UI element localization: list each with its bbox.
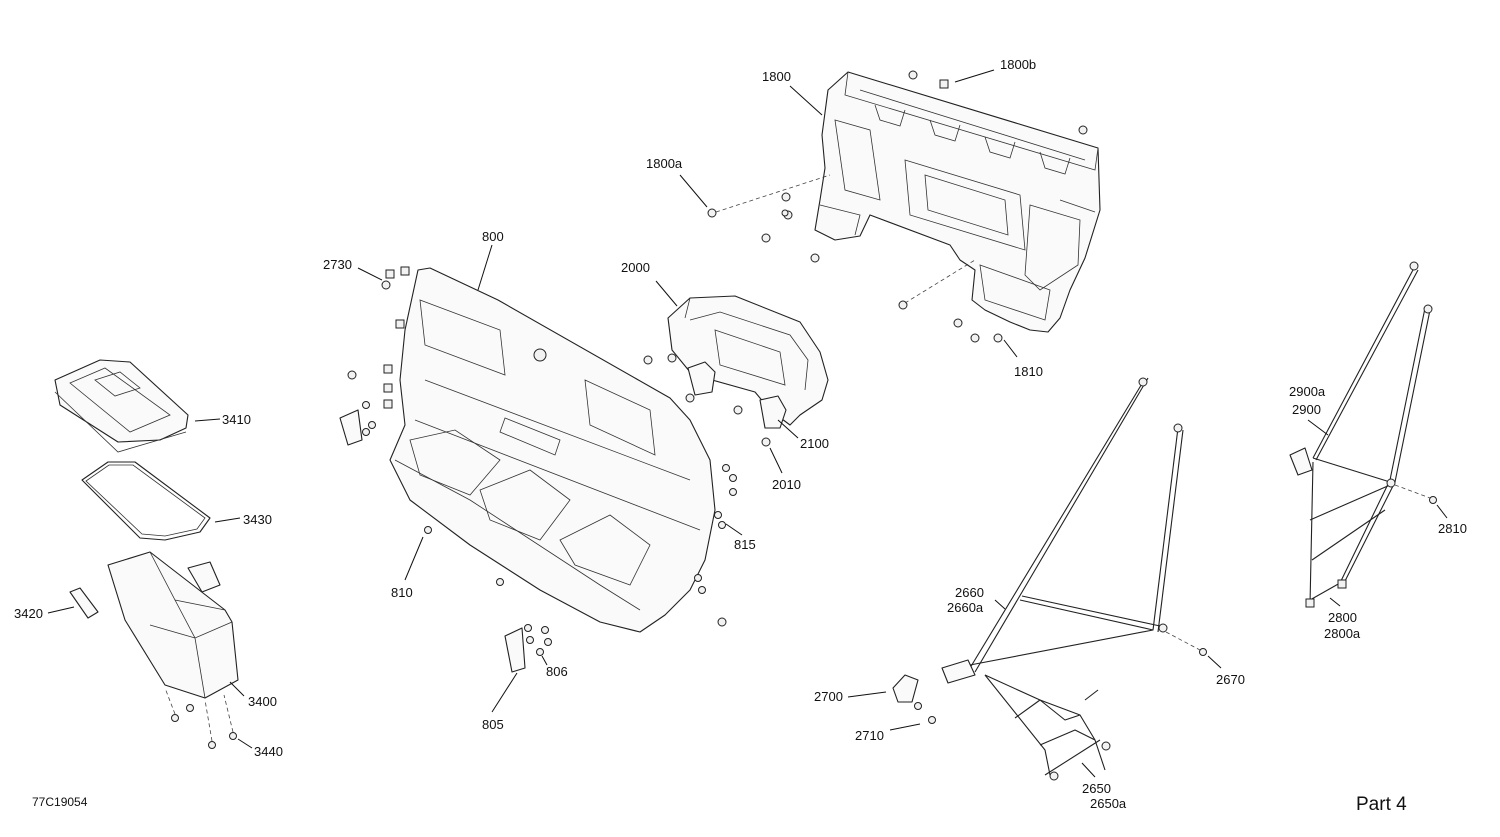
callout-1800b: 1800b — [1000, 57, 1036, 72]
callout-2810: 2810 — [1438, 521, 1467, 536]
callout-1810: 1810 — [1014, 364, 1043, 379]
hardware-800-fasteners — [339, 266, 737, 627]
part-3410-lid — [54, 359, 189, 453]
part-3400-bin — [107, 551, 239, 749]
part-805-bracket — [504, 624, 552, 673]
part-3420-handle — [69, 587, 99, 619]
callout-1800: 1800 — [762, 69, 791, 84]
part-2000-bracket — [667, 295, 829, 426]
callout-2650: 2650 — [1082, 781, 1111, 796]
callout-810: 810 — [391, 585, 413, 600]
callout-2800: 2800 — [1328, 610, 1357, 625]
callout-3430: 3430 — [243, 512, 272, 527]
callout-2010: 2010 — [772, 477, 801, 492]
part-2100-clips — [643, 353, 787, 447]
callout-2900: 2900 — [1292, 402, 1321, 417]
callout-815: 815 — [734, 537, 756, 552]
callout-800: 800 — [482, 229, 504, 244]
page-part-label: Part 4 — [1356, 794, 1407, 815]
diagram-id: 77C19054 — [32, 795, 88, 809]
callout-2660a: 2660a — [947, 600, 984, 615]
hardware-1800-fasteners — [707, 70, 1088, 343]
callout-3420: 3420 — [14, 606, 43, 621]
callout-2900a: 2900a — [1289, 384, 1326, 399]
callout-3400: 3400 — [248, 694, 277, 709]
callout-2700: 2700 — [814, 689, 843, 704]
callout-2000: 2000 — [621, 260, 650, 275]
callout-labels: 1800 1800b 1800a 1810 800 2730 2000 2100… — [14, 57, 1467, 811]
callout-3410: 3410 — [222, 412, 251, 427]
part-1800-dash-panel — [814, 71, 1101, 333]
callout-2710: 2710 — [855, 728, 884, 743]
callout-2650a: 2650a — [1090, 796, 1127, 811]
part-2800-side-net — [1289, 261, 1437, 608]
callout-805: 805 — [482, 717, 504, 732]
callout-2730: 2730 — [323, 257, 352, 272]
part-2700-latch — [892, 674, 936, 724]
part-3430-seal — [81, 461, 211, 541]
callout-3440: 3440 — [254, 744, 283, 759]
callout-1800a: 1800a — [646, 156, 683, 171]
callout-2800a: 2800a — [1324, 626, 1361, 641]
callout-2660: 2660 — [955, 585, 984, 600]
part-2660-net-assembly — [941, 377, 1207, 781]
callout-2670: 2670 — [1216, 672, 1245, 687]
leader-lines — [47, 69, 1448, 778]
part-800-rear-panel — [389, 267, 716, 633]
callout-2100: 2100 — [800, 436, 829, 451]
callout-806: 806 — [546, 664, 568, 679]
